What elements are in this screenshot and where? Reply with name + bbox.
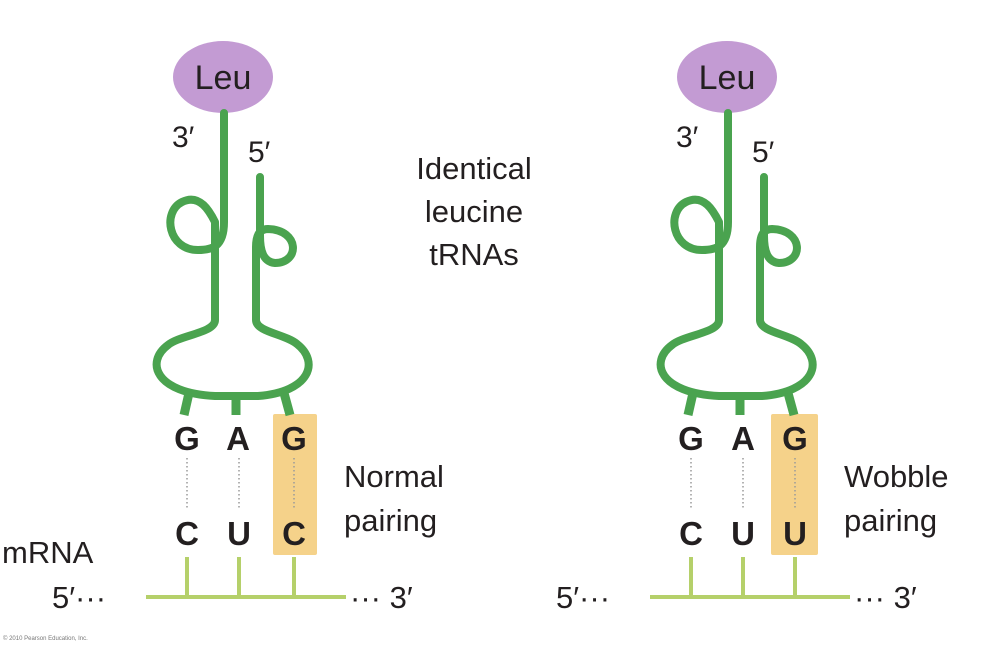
codon-base: C bbox=[175, 515, 199, 552]
panel-wobble: Leu 3′ 5′ G A G C U U 5′··· ··· 3′ Wobbl… bbox=[556, 41, 949, 615]
anticodon-arm bbox=[683, 392, 698, 416]
panel-normal: Leu 3′ 5′ G A G C U C 5′··· ··· 3′ Norma… bbox=[52, 41, 444, 615]
codon-base: U bbox=[731, 515, 755, 552]
anticodon-base: G bbox=[174, 420, 200, 457]
three-prime-label: 3′ bbox=[172, 121, 195, 154]
anticodon-base: G bbox=[281, 420, 307, 457]
highlight-box bbox=[771, 414, 818, 555]
five-prime-label: 5′ bbox=[752, 136, 775, 169]
anticodon-base: G bbox=[678, 420, 704, 457]
amino-acid-leu bbox=[677, 41, 777, 113]
pairing-label: pairing bbox=[344, 503, 437, 538]
caption-line: tRNAs bbox=[429, 237, 519, 272]
mrna-three-prime-end: ··· 3′ bbox=[350, 580, 413, 615]
five-prime-label: 5′ bbox=[248, 136, 271, 169]
trna-strand bbox=[656, 109, 817, 400]
codon-base: C bbox=[282, 515, 306, 552]
codon-base: C bbox=[679, 515, 703, 552]
identical-trnas-caption: Identical leucine tRNAs bbox=[416, 151, 531, 272]
anticodon-arm bbox=[279, 391, 295, 417]
amino-acid-label: Leu bbox=[195, 59, 252, 97]
mrna-label: mRNA bbox=[2, 535, 94, 570]
amino-acid-label: Leu bbox=[699, 59, 756, 97]
trna-strand bbox=[152, 109, 313, 400]
anticodon-base: A bbox=[731, 420, 755, 457]
copyright-credit: © 2010 Pearson Education, Inc. bbox=[3, 635, 88, 642]
amino-acid-leu bbox=[173, 41, 273, 113]
caption-line: Identical bbox=[416, 151, 531, 186]
mrna-five-prime-end: 5′··· bbox=[52, 580, 106, 615]
anticodon-base: A bbox=[226, 420, 250, 457]
pairing-label: pairing bbox=[844, 503, 937, 538]
anticodon-arm bbox=[179, 392, 194, 416]
caption-line: leucine bbox=[425, 194, 523, 229]
mrna-three-prime-end: ··· 3′ bbox=[854, 580, 917, 615]
codon-base: U bbox=[783, 515, 807, 552]
three-prime-label: 3′ bbox=[676, 121, 699, 154]
highlight-box bbox=[273, 414, 317, 555]
anticodon-arm bbox=[783, 391, 799, 417]
pairing-label: Wobble bbox=[844, 459, 949, 494]
pairing-label: Normal bbox=[344, 459, 444, 494]
anticodon-base: G bbox=[782, 420, 808, 457]
mrna-five-prime-end: 5′··· bbox=[556, 580, 610, 615]
codon-base: U bbox=[227, 515, 251, 552]
